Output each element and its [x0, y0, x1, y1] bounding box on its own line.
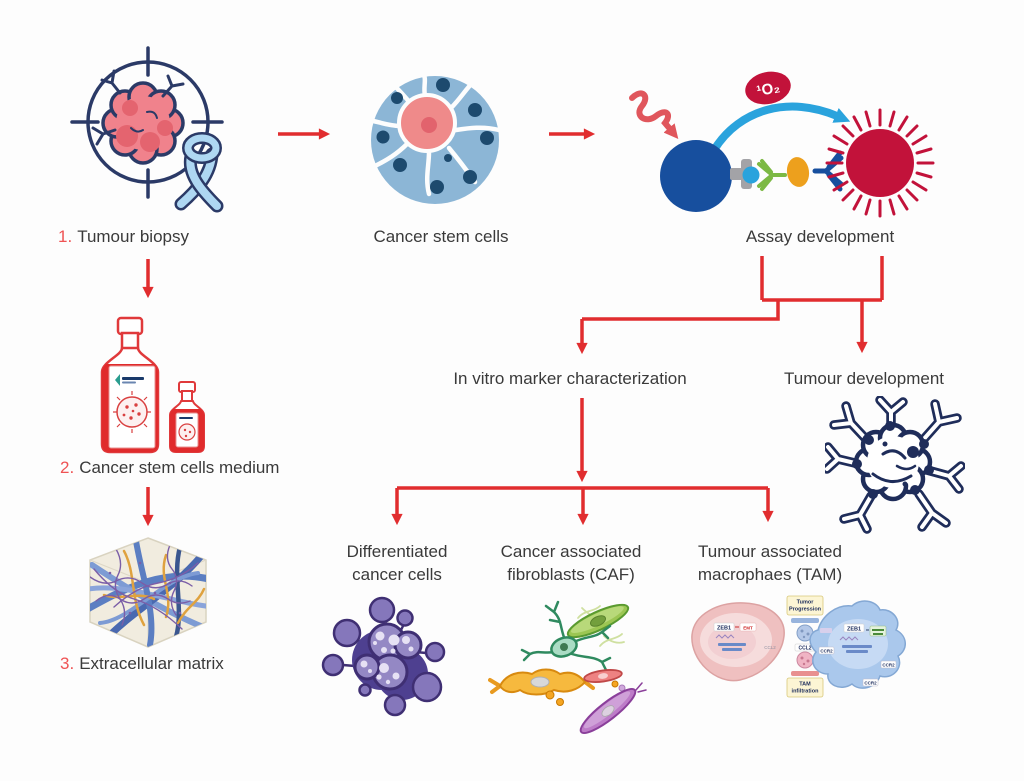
vacuoles	[360, 631, 414, 685]
cell-drawing	[113, 391, 151, 433]
crosshair-target-icon	[70, 46, 224, 199]
label-differentiated: Differentiated cancer cells	[347, 540, 448, 586]
step-label-1: Tumour biopsy	[77, 227, 189, 246]
label-tumour-development: Tumour development	[783, 369, 945, 388]
ccl2-label-pink: CCL2	[764, 645, 776, 650]
step-number-3: 3.	[60, 654, 75, 673]
tam-infiltration-line1: TAM	[799, 682, 811, 688]
assay-branch-lines	[582, 256, 884, 321]
label-csc-medium: 2.Cancer stem cells medium	[60, 457, 279, 479]
label-assay-development: Assay development	[745, 227, 895, 246]
label-caf-line1: Cancer associated	[500, 542, 642, 561]
step-number-1: 1.	[58, 227, 73, 246]
donor-bead-icon	[660, 140, 732, 212]
tumour-biopsy-icon	[70, 46, 224, 213]
tumor-cell-pink: ZEB1 EMT CCL2	[691, 602, 785, 682]
zeb1-label: ZEB1	[717, 626, 731, 632]
green-spindle-cell	[566, 603, 630, 639]
tumor-progression-line2: Progression	[789, 607, 822, 613]
matrix-fibers	[90, 538, 206, 647]
acceptor-bead-icon	[825, 108, 935, 218]
label-tam: Tumour associated macrophaes (TAM)	[698, 540, 842, 586]
step-label-3: Extracellular matrix	[79, 654, 224, 673]
label-ecm: 3.Extracellular matrix	[60, 653, 224, 675]
satellite-cells	[321, 596, 446, 717]
label-tam-line1: Tumour associated	[698, 542, 842, 561]
label-differentiated-line1: Differentiated	[346, 542, 448, 561]
extracellular-matrix-icon	[89, 537, 207, 648]
label-cancer-stem-cells: Cancer stem cells	[373, 227, 509, 246]
vessel-twig-icon	[91, 69, 185, 146]
label-in-vitro: In vitro marker characterization	[453, 369, 687, 388]
streptavidin-dot-icon	[742, 166, 760, 184]
medium-bottles-icon	[100, 316, 205, 454]
large-bottle-icon	[100, 316, 160, 454]
bottle-logo	[115, 374, 144, 386]
caf-cells-icon	[488, 600, 647, 734]
label-tam-line2: macrophaes (TAM)	[697, 565, 843, 584]
purple-spindle-cell	[579, 682, 647, 734]
stem-cell-nucleus	[421, 117, 437, 133]
energy-transfer-arrow	[710, 102, 851, 154]
tumour-development-icon	[825, 396, 965, 534]
assay-development-icon: ¹O₂	[629, 71, 935, 218]
svg-text:CCR2: CCR2	[864, 681, 877, 686]
stellate-cell	[520, 600, 612, 672]
tumor-blob-icon	[91, 69, 185, 165]
label-caf-line2: fibroblasts (CAF)	[507, 565, 635, 584]
antibody-green-icon	[757, 159, 787, 191]
macrophage-cell-blue: ZEB1 CCR2 CCR2 CCR2	[809, 600, 906, 689]
zeb1-label-blue: ZEB1	[847, 627, 861, 633]
cancer-stem-cells-icon	[366, 69, 502, 204]
tam-figure-icon: ZEB1 EMT CCL2 Tumor Progression CCL2 TAM…	[691, 595, 906, 698]
singlet-oxygen-label: ¹O₂	[755, 79, 781, 100]
ccr2-tags: CCR2 CCR2 CCR2	[818, 646, 897, 687]
svg-text:CCR2: CCR2	[820, 649, 833, 654]
excitation-light-squiggle	[629, 90, 679, 139]
antigen-icon	[786, 157, 810, 187]
emt-label: EMT	[743, 626, 753, 631]
cell-nuclei	[376, 78, 494, 194]
ccl2-label: CCL2	[798, 646, 811, 652]
orange-vesicles	[545, 680, 619, 706]
tam-infiltration-line2: infiltration	[792, 689, 820, 695]
awareness-ribbon-icon	[174, 132, 224, 213]
step-number-2: 2.	[60, 458, 75, 477]
label-tumour-biopsy: 1.Tumour biopsy	[58, 226, 189, 248]
antibody-navy-icon	[812, 150, 844, 192]
singlet-oxygen-badge: ¹O₂	[745, 71, 791, 105]
vessel-branches	[825, 396, 965, 534]
step-label-2: Cancer stem cells medium	[79, 458, 280, 477]
differentiated-cells-icon	[321, 596, 446, 717]
tumor-mass	[852, 421, 934, 502]
label-differentiated-line2: cancer cells	[352, 565, 442, 584]
orange-fibroblast-cell	[488, 668, 596, 696]
svg-text:CCR2: CCR2	[882, 663, 895, 668]
tumor-progression-line1: Tumor	[797, 600, 815, 606]
red-spindle-cell	[583, 669, 623, 683]
small-bottle-icon	[169, 381, 205, 453]
signal-column: Tumor Progression CCL2 TAM infiltration	[786, 595, 824, 698]
label-caf: Cancer associated fibroblasts (CAF)	[501, 540, 642, 586]
